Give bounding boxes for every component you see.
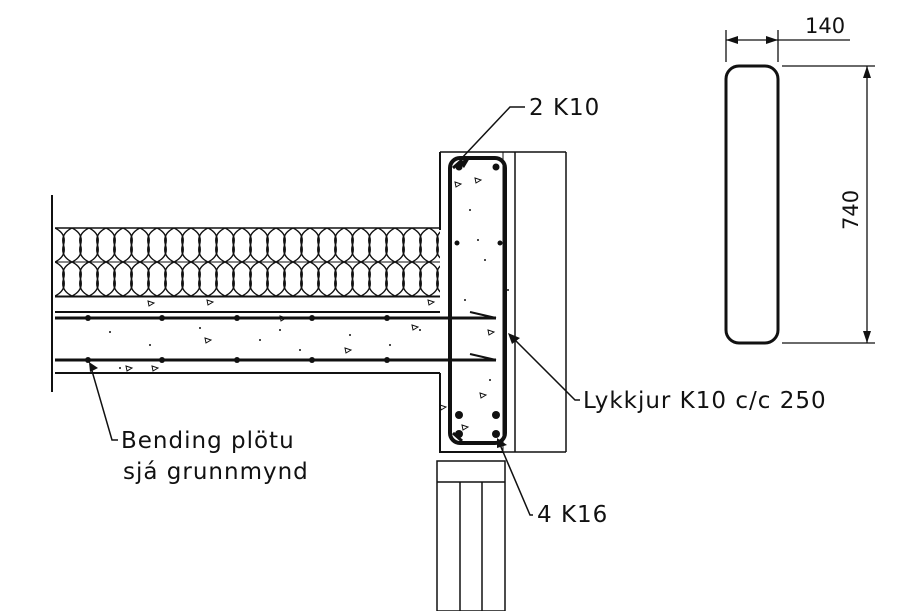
concrete-slab [55,296,496,374]
insulation-layer [55,227,440,297]
section-outline [724,64,780,345]
label-slab-note-line2: sjá grunnmynd [123,459,309,485]
label-slab-note-line1: Bending plötu [121,428,295,454]
bottom-bar-bend [469,353,497,361]
dimension-lines [725,30,875,344]
column [436,460,506,611]
beam-aggregate-dots [464,209,509,381]
dimension-width: 140 [805,14,845,38]
slab-aggregate-triangles [125,299,436,372]
beam-aggregate [439,177,496,431]
label-stirrups: Lykkjur K10 c/c 250 [583,388,827,414]
dimension-arrowheads [726,36,871,343]
slab-aggregate [109,327,421,369]
slab-rebar-dots [85,315,390,363]
top-bar-bend [469,311,497,319]
dimension-height: 740 [839,190,863,230]
leader-lines [89,106,580,516]
leader-arrowheads [89,158,520,448]
label-top-bars: 2 K10 [529,95,600,121]
stirrup [448,156,507,445]
slab-step-outline [439,373,503,453]
label-bottom-bars: 4 K16 [537,502,608,528]
beam-rebar [454,163,503,438]
